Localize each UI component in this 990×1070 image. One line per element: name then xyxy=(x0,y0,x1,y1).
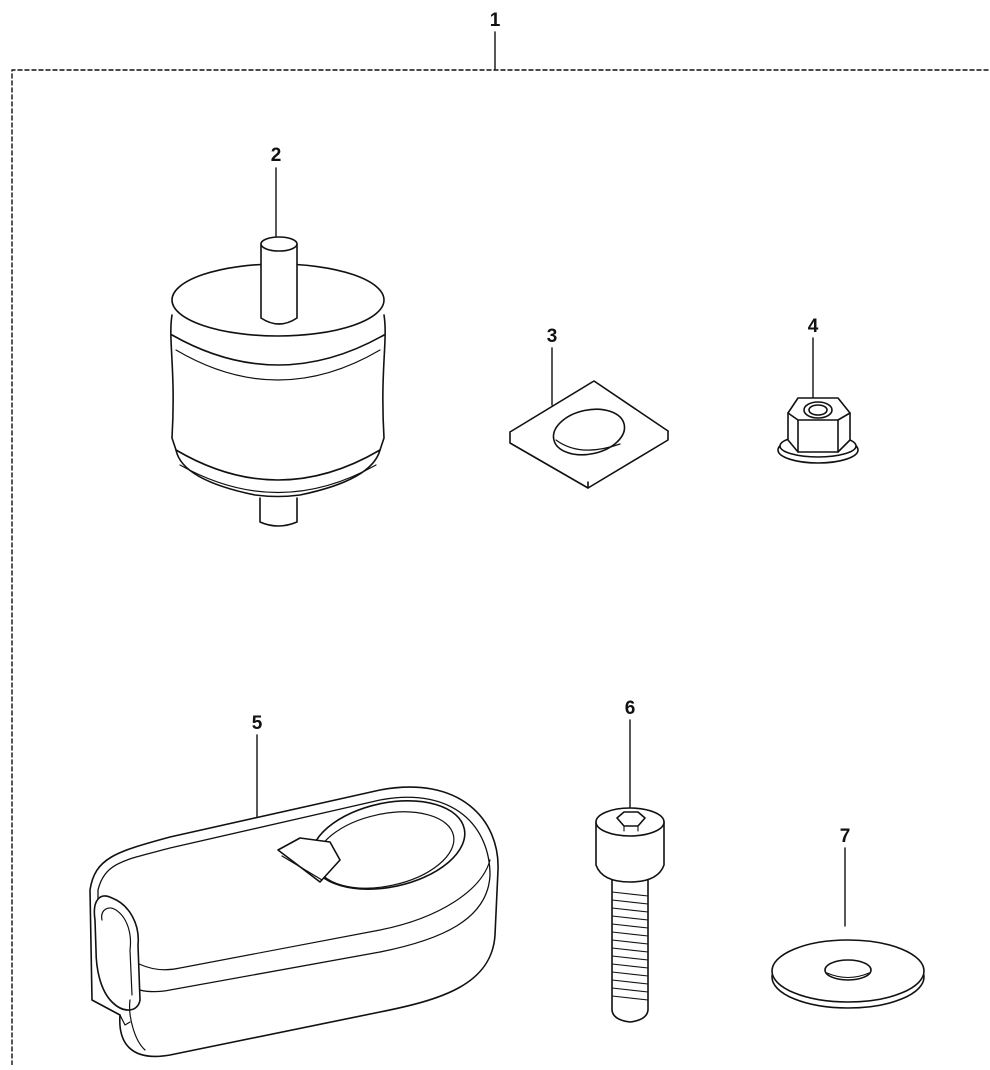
callout-3: 3 xyxy=(546,326,558,347)
cap-screw-part xyxy=(595,807,665,1023)
assembly-bracket xyxy=(11,31,989,1066)
callout-2: 2 xyxy=(270,145,282,166)
callout-6: 6 xyxy=(624,698,636,719)
callout-1: 1 xyxy=(489,10,501,31)
flange-nut-part xyxy=(777,397,859,464)
flat-washer-part xyxy=(771,939,925,1009)
square-washer-part xyxy=(509,380,669,489)
callout-7: 7 xyxy=(839,826,851,847)
leader-lines xyxy=(256,167,846,927)
clamp-part xyxy=(89,786,499,1058)
damper-part xyxy=(170,236,386,527)
callout-4: 4 xyxy=(807,316,819,337)
callout-5: 5 xyxy=(251,713,263,734)
